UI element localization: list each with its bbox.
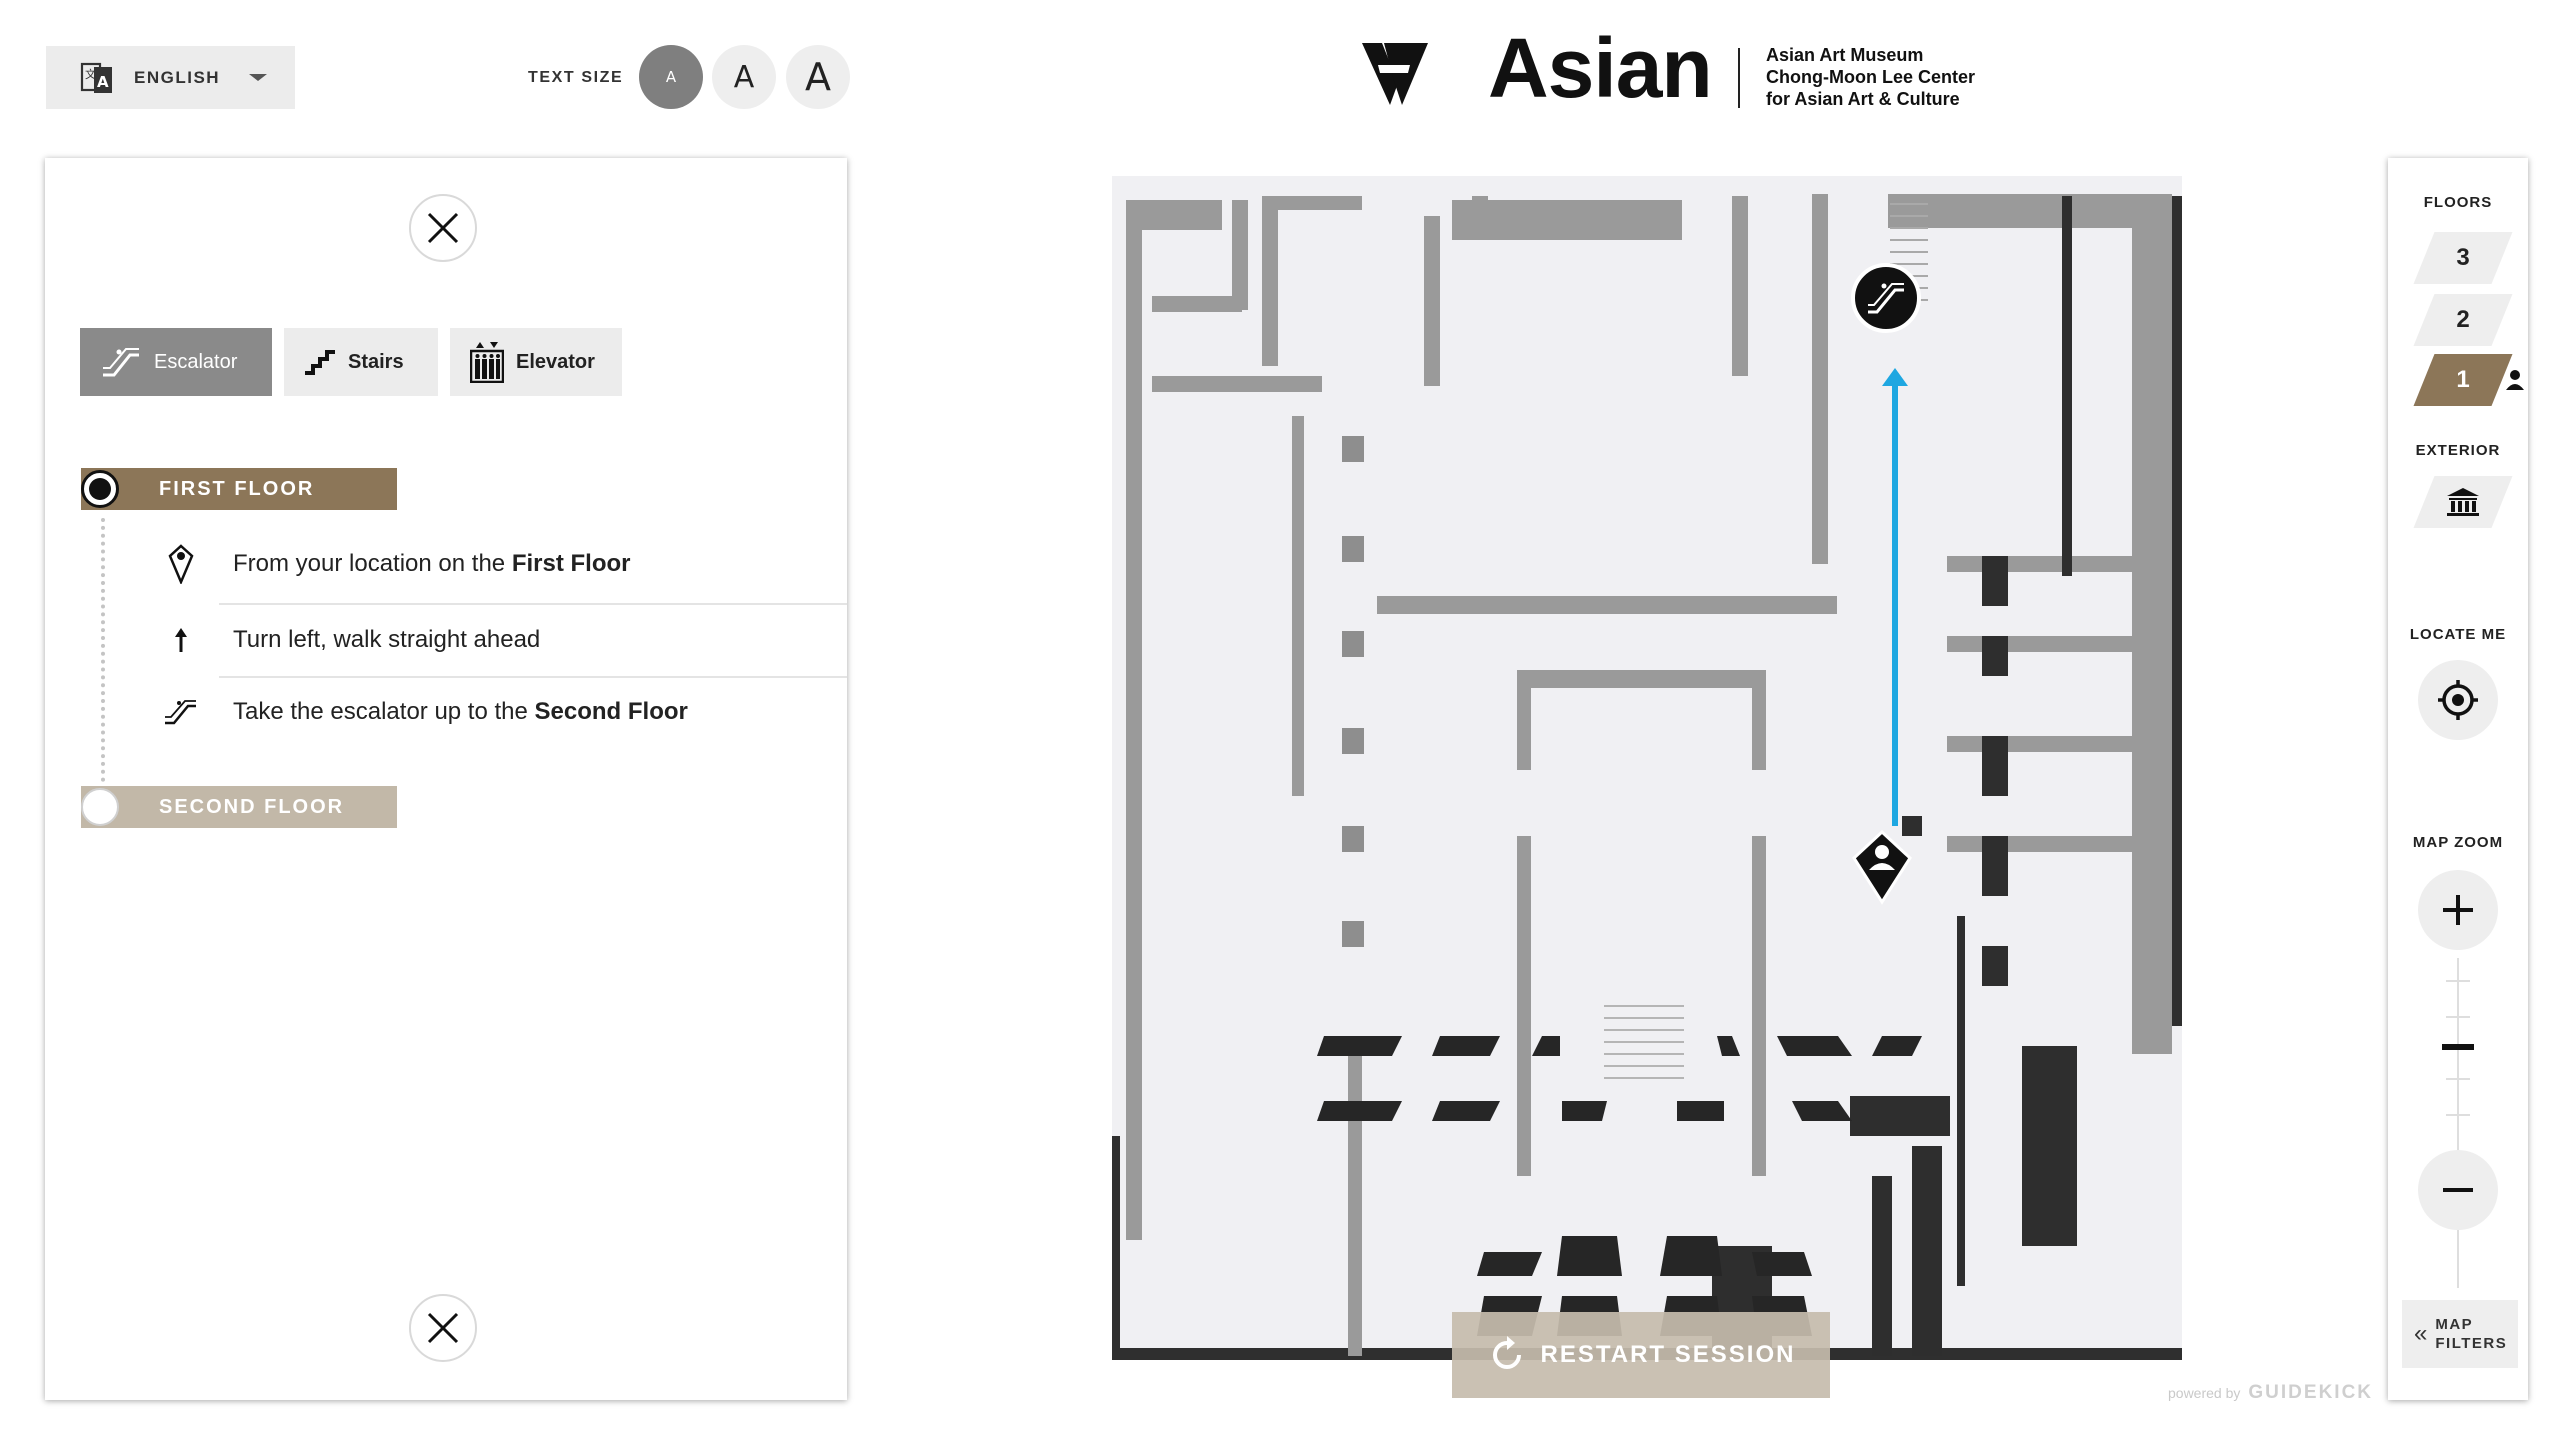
crosshair-icon: [2438, 680, 2478, 720]
close-panel-button[interactable]: [409, 1294, 477, 1362]
close-icon: [427, 1312, 459, 1344]
logo-wordmark: Asian: [1488, 21, 1713, 115]
mode-stairs-button[interactable]: Stairs: [284, 328, 438, 396]
arrow-up-icon: [175, 628, 187, 652]
direction-step: From your location on the First Floor: [149, 528, 847, 600]
direction-step: Turn left, walk straight ahead: [149, 604, 847, 676]
zoom-in-button[interactable]: [2418, 870, 2498, 950]
exterior-label: EXTERIOR: [2415, 442, 2501, 459]
zoom-tick: [2446, 1114, 2470, 1116]
mode-label: Stairs: [348, 350, 404, 373]
step-divider: [219, 676, 847, 678]
translate-icon: 文 A: [80, 62, 112, 93]
chevron-down-icon: [249, 74, 267, 81]
filters-label-line: MAP: [2435, 1316, 2474, 1333]
refresh-icon: [1492, 1336, 1521, 1369]
end-floor-label: SECOND FLOOR: [81, 786, 397, 828]
language-label: ENGLISH: [134, 67, 221, 87]
route-connector: [101, 518, 105, 782]
start-floor-label: FIRST FLOOR: [81, 468, 397, 510]
text-size-small-button[interactable]: A: [639, 45, 703, 109]
end-floor-marker: [81, 788, 119, 826]
step-text: Turn left, walk straight ahead: [233, 626, 541, 653]
powered-by-brand: GUIDEKICK: [2248, 1382, 2374, 1403]
logo-subtitle-line: for Asian Art & Culture: [1766, 89, 1960, 109]
start-floor-marker: [81, 470, 119, 508]
zoom-tick: [2446, 1016, 2470, 1018]
logo-subtitle-line: Chong-Moon Lee Center: [1766, 67, 1975, 87]
directions-panel: Escalator Stairs Elevator FIRST FLOOR: [45, 158, 847, 1400]
map-filters-button[interactable]: « MAP FILTERS: [2402, 1300, 2518, 1368]
locate-me-label: LOCATE ME: [2409, 626, 2507, 643]
mode-label: Escalator: [154, 350, 238, 373]
mode-escalator-button[interactable]: Escalator: [80, 328, 272, 396]
zoom-slider-track[interactable]: [2457, 958, 2459, 1288]
location-pin-icon: [168, 544, 194, 584]
close-icon: [427, 212, 459, 244]
logo-subtitle-line: Asian Art Museum: [1766, 45, 1924, 65]
floor-3-button[interactable]: 3: [2413, 232, 2513, 284]
close-directions-button[interactable]: [409, 194, 477, 262]
floor-1-button[interactable]: 1: [2413, 354, 2513, 406]
escalator-icon: [165, 700, 196, 725]
floors-label: FLOORS: [2423, 194, 2493, 211]
floor-number: 3: [2456, 244, 2470, 271]
svg-text:文: 文: [85, 67, 96, 81]
direction-step: Take the escalator up to the Second Floo…: [149, 676, 847, 748]
restart-session-button[interactable]: RESTART SESSION: [1452, 1312, 1830, 1398]
text-size-large-button[interactable]: A: [786, 45, 850, 109]
escalator-icon: [103, 348, 139, 377]
plus-icon: [2443, 895, 2473, 925]
text-size-label: TEXT SIZE: [528, 69, 624, 86]
elevator-icon: [470, 342, 504, 383]
step-divider: [219, 603, 847, 605]
floor-map[interactable]: [1112, 176, 2182, 1360]
mode-label: Elevator: [516, 350, 595, 373]
double-chevron-left-icon: «: [2414, 1320, 2428, 1347]
floor-number: 1: [2456, 366, 2470, 393]
zoom-tick: [2446, 980, 2470, 982]
step-floor: Second Floor: [534, 698, 688, 725]
map-control-rail: FLOORS 3 2 1 EXTERIOR LOCATE ME MAP ZOOM: [2388, 158, 2528, 1400]
logo-subtitle: Asian Art Museum Chong-Moon Lee Center f…: [1766, 44, 1975, 110]
museum-logo-mark: [1362, 43, 1428, 105]
zoom-out-button[interactable]: [2418, 1150, 2498, 1230]
filters-label-line: FILTERS: [2435, 1335, 2508, 1352]
powered-by-text: powered by: [2168, 1385, 2241, 1401]
step-floor: First Floor: [511, 550, 631, 577]
exterior-button[interactable]: [2413, 476, 2513, 528]
locate-me-button[interactable]: [2418, 660, 2498, 740]
powered-by: powered by GUIDEKICK: [2168, 1382, 2373, 1404]
museum-building-icon: [2447, 488, 2479, 516]
floor-number: 2: [2456, 306, 2470, 333]
stairs-icon: [305, 350, 335, 375]
zoom-tick: [2446, 1078, 2470, 1080]
zoom-slider-handle[interactable]: [2442, 1044, 2474, 1050]
logo-divider: [1738, 48, 1740, 108]
language-selector[interactable]: 文 A ENGLISH: [46, 46, 295, 109]
restart-label: RESTART SESSION: [1540, 1341, 1796, 1368]
map-zoom-label: MAP ZOOM: [2412, 834, 2504, 851]
svg-text:A: A: [97, 73, 109, 91]
minus-icon: [2443, 1188, 2473, 1192]
step-text: Take the escalator up to the: [233, 698, 535, 725]
text-size-medium-button[interactable]: A: [712, 45, 776, 109]
user-location-icon: [2506, 370, 2524, 390]
step-text: From your location on the: [233, 550, 512, 577]
floor-2-button[interactable]: 2: [2413, 294, 2513, 346]
mode-elevator-button[interactable]: Elevator: [450, 328, 622, 396]
